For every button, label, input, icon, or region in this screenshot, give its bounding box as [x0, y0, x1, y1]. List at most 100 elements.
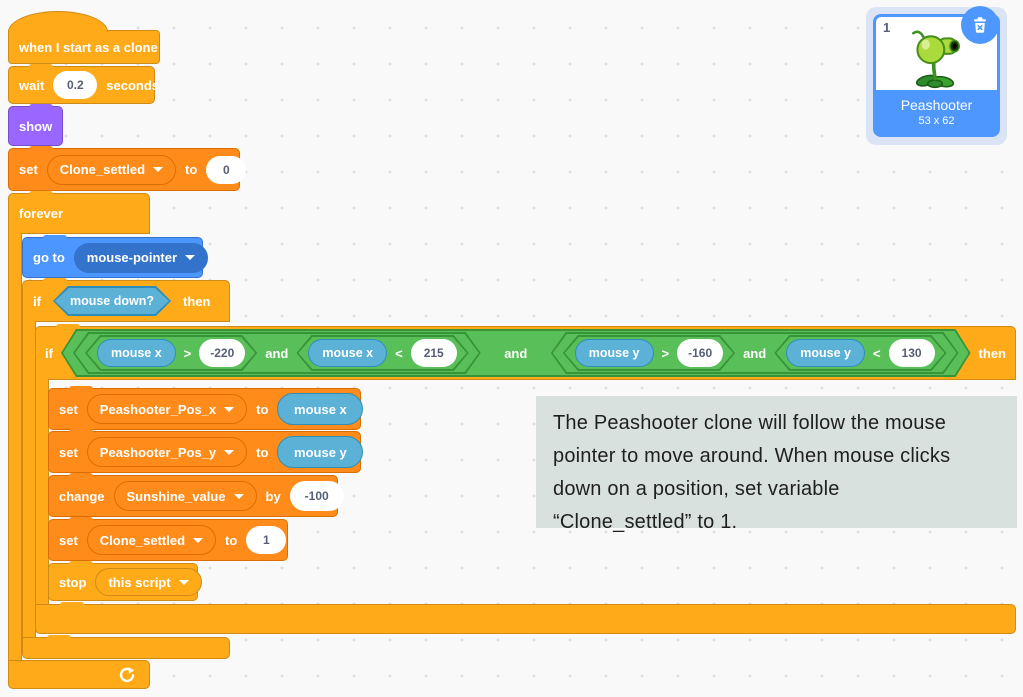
if-bounds-bottom-bar[interactable]: [35, 602, 1016, 634]
reporter-mouse-x[interactable]: mouse x: [277, 393, 364, 425]
costume-info-footer: Peashooter 53 x 62: [876, 90, 997, 134]
value-input[interactable]: -100: [289, 481, 344, 511]
reporter-mouse-y[interactable]: mouse y: [277, 436, 364, 468]
set-keyword: set: [19, 162, 38, 177]
variable-dropdown-peashooter-pos-x[interactable]: Peashooter_Pos_x: [86, 394, 248, 424]
to-keyword: to: [256, 444, 269, 460]
reporter-mouse-y[interactable]: mouse y: [786, 339, 865, 367]
hat-block-dome[interactable]: [8, 11, 108, 32]
dropdown-arrow-icon: [233, 493, 244, 499]
block-change-sunshine-value[interactable]: change Sunshine_value by -100: [48, 473, 344, 517]
dropdown-arrow-icon: [185, 255, 196, 260]
set-keyword: set: [59, 532, 78, 548]
block-forever[interactable]: forever: [8, 191, 150, 234]
and-label: and: [504, 345, 528, 361]
wait-keyword: wait: [19, 77, 45, 93]
and-operator-outer[interactable]: mouse x > -220 and mouse x < 215: [61, 329, 971, 377]
value-input[interactable]: 0: [206, 155, 247, 184]
block-if-bounds[interactable]: if mouse x > -220 and: [35, 324, 1016, 380]
set-keyword: set: [59, 444, 78, 460]
variable-dropdown-clone-settled[interactable]: Clone_settled: [46, 154, 177, 185]
set-keyword: set: [59, 401, 78, 417]
boolean-mouse-down[interactable]: mouse down?: [53, 286, 171, 316]
goto-target-dropdown[interactable]: mouse-pointer: [73, 242, 209, 273]
value-input[interactable]: 1: [246, 526, 287, 554]
and-label: and: [743, 345, 767, 361]
peashooter-image: [912, 30, 960, 89]
dropdown-arrow-icon: [224, 406, 235, 412]
number-input[interactable]: 215: [411, 339, 457, 367]
block-wait[interactable]: wait 0.2 seconds: [8, 64, 159, 104]
dropdown-arrow-icon: [178, 579, 189, 585]
hat-label: when I start as a clone: [19, 39, 158, 55]
block-set-clone-settled-0[interactable]: set Clone_settled to 0: [8, 146, 247, 191]
loop-arrow-icon: [119, 666, 135, 682]
variable-name: Peashooter_Pos_y: [99, 444, 217, 460]
to-keyword: to: [225, 532, 238, 548]
number-input[interactable]: -220: [199, 339, 245, 367]
block-if-mouse-down[interactable]: if mouse down? then: [22, 278, 230, 322]
dropdown-arrow-icon: [193, 537, 204, 543]
stop-option-label: this script: [108, 574, 171, 590]
block-set-peashooter-pos-x[interactable]: set Peashooter_Pos_x to mouse x: [48, 386, 364, 430]
and-operator-left[interactable]: mouse x > -220 and mouse x < 215: [73, 332, 481, 374]
costume-index: 1: [883, 20, 891, 35]
trash-icon: [974, 17, 986, 33]
operator-mouse-y-less[interactable]: mouse y < 130: [774, 335, 946, 371]
operator-mouse-x-less[interactable]: mouse x < 215: [296, 335, 468, 371]
then-keyword: then: [978, 345, 1006, 361]
variable-name: Peashooter_Pos_x: [99, 401, 217, 417]
less-than-symbol: <: [872, 345, 881, 361]
variable-name: Clone_settled: [99, 532, 186, 548]
if-mouse-down-left-wall[interactable]: [22, 321, 36, 638]
if-keyword: if: [33, 293, 41, 309]
block-set-clone-settled-1[interactable]: set Clone_settled to 1: [48, 517, 288, 561]
if-keyword: if: [45, 345, 53, 361]
goto-target-label: mouse-pointer: [86, 250, 178, 265]
stop-option-dropdown[interactable]: this script: [95, 568, 202, 596]
delete-costume-button[interactable]: [961, 6, 999, 44]
if-mouse-down-bottom-bar[interactable]: [22, 635, 230, 659]
variable-name: Sunshine_value: [126, 488, 226, 504]
forever-left-wall[interactable]: [8, 233, 22, 661]
greater-than-symbol: >: [661, 345, 670, 361]
goto-keyword: go to: [33, 250, 65, 265]
block-when-i-start-as-a-clone[interactable]: when I start as a clone: [8, 30, 160, 64]
then-keyword: then: [182, 293, 211, 309]
forever-bottom-bar[interactable]: [8, 660, 150, 689]
costume-name: Peashooter: [900, 97, 973, 113]
costume-size: 53 x 62: [918, 115, 955, 127]
show-label: show: [19, 118, 53, 134]
by-keyword: by: [265, 488, 281, 504]
block-stop[interactable]: stop this script: [48, 561, 202, 601]
and-operator-right[interactable]: mouse y > -160 and mouse y < 130: [551, 332, 959, 374]
variable-dropdown-peashooter-pos-y[interactable]: Peashooter_Pos_y: [86, 437, 248, 467]
number-input[interactable]: -160: [677, 339, 723, 367]
and-label: and: [265, 345, 289, 361]
variable-dropdown-clone-settled[interactable]: Clone_settled: [86, 525, 217, 555]
dropdown-arrow-icon: [153, 167, 164, 172]
operator-mouse-x-greater[interactable]: mouse x > -220: [85, 335, 257, 371]
to-keyword: to: [185, 162, 198, 177]
block-set-peashooter-pos-y[interactable]: set Peashooter_Pos_y to mouse y: [48, 429, 364, 473]
annotation-line: down on a position, set variable: [553, 478, 840, 500]
dropdown-arrow-icon: [224, 449, 235, 455]
less-than-symbol: <: [395, 345, 403, 361]
block-go-to-mouse-pointer[interactable]: go to mouse-pointer: [22, 235, 209, 278]
forever-label: forever: [19, 206, 64, 221]
variable-dropdown-sunshine-value[interactable]: Sunshine_value: [113, 481, 257, 511]
wait-unit-label: seconds: [106, 77, 160, 93]
greater-than-symbol: >: [183, 345, 192, 361]
annotation-note: The Peashooter clone will follow the mou…: [536, 396, 1017, 533]
mouse-down-label: mouse down?: [69, 294, 154, 308]
reporter-mouse-y[interactable]: mouse y: [575, 339, 654, 367]
block-show[interactable]: show: [8, 104, 63, 146]
reporter-mouse-x[interactable]: mouse x: [97, 339, 176, 367]
to-keyword: to: [256, 401, 269, 417]
reporter-mouse-x[interactable]: mouse x: [308, 339, 387, 367]
if-bounds-left-wall[interactable]: [35, 379, 49, 605]
operator-mouse-y-greater[interactable]: mouse y > -160: [563, 335, 735, 371]
number-input[interactable]: 130: [889, 339, 935, 367]
wait-duration-input[interactable]: 0.2: [53, 71, 98, 99]
